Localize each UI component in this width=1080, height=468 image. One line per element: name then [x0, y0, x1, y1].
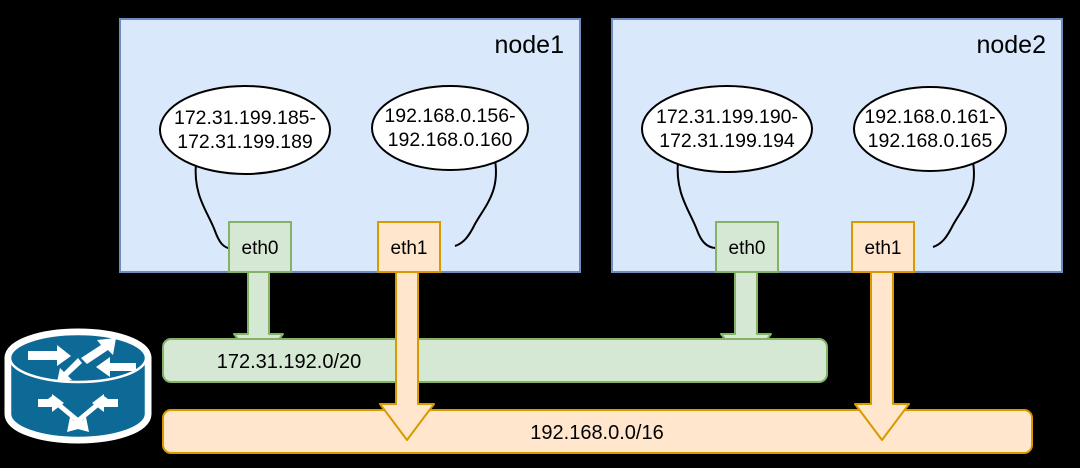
router-arrow-left [96, 357, 136, 377]
interface-node2-eth0[interactable]: eth0 [715, 221, 779, 273]
node1-eth1-callout-line2: 192.168.0.160 [388, 129, 513, 151]
router-arrow-upright [81, 338, 116, 364]
node1-eth0-callout-line1: 172.31.199.185- [174, 107, 316, 129]
node2-eth1-box[interactable] [851, 221, 915, 273]
interface-node1-eth1[interactable]: eth1 [377, 221, 441, 273]
node1-eth0-callout-bubble [159, 85, 331, 175]
subnet-green-label: 172.31.192.0/20 [217, 351, 362, 373]
subnet-orange[interactable]: 192.168.0.0/16 [162, 409, 1033, 454]
node2-eth1-callout-line1: 192.168.0.161- [864, 106, 995, 128]
node1-eth0-box[interactable] [228, 221, 292, 273]
node2-eth0-label: eth0 [729, 238, 766, 259]
node1-eth1-link-arrow [379, 271, 435, 441]
node1-eth1-callout-tail [454, 159, 497, 247]
node2-eth0-callout-line2: 172.31.199.194 [659, 130, 795, 152]
node2-eth0-callout-tail [676, 160, 716, 249]
router-x-diagonal-2 [67, 396, 108, 432]
router-x-arrow-1 [38, 394, 64, 412]
node2-eth1-link-arrow [854, 271, 910, 441]
interface-node2-eth1[interactable]: eth1 [851, 221, 915, 273]
router-arrow-downleft [57, 358, 82, 382]
subnet-green-bar[interactable] [162, 338, 828, 383]
router-arrow-right [28, 345, 71, 366]
subnet-green[interactable]: 172.31.192.0/20 [162, 338, 828, 383]
node1-eth1-callout-line1: 192.168.0.156- [384, 105, 515, 127]
node1-eth1-callout: 192.168.0.156- 192.168.0.160 [371, 85, 529, 171]
node1-eth0-callout-line2: 172.31.199.189 [177, 131, 313, 153]
node1-eth0-callout-tail [194, 162, 233, 250]
node2-eth1-callout-bubble [853, 86, 1007, 172]
subnet-orange-bar[interactable] [162, 409, 1033, 454]
node1-eth0-callout: 172.31.199.185- 172.31.199.189 [159, 85, 331, 175]
node2-eth0-callout-bubble [641, 85, 813, 173]
subnet-orange-label: 192.168.0.0/16 [530, 422, 663, 444]
node2-eth1-callout: 192.168.0.161- 192.168.0.165 [853, 86, 1007, 172]
router-icon[interactable] [4, 328, 152, 444]
router-x-arrow-2 [92, 394, 118, 412]
node2-eth0-callout-line1: 172.31.199.190- [656, 106, 798, 128]
node1-title: node1 [494, 31, 564, 59]
node2-eth1-callout-line2: 192.168.0.165 [868, 130, 993, 152]
node2-title: node2 [976, 31, 1046, 59]
node2-eth0-box[interactable] [715, 221, 779, 273]
interface-node1-eth0[interactable]: eth0 [228, 221, 292, 273]
node1-eth1-box[interactable] [377, 221, 441, 273]
node2-eth1-label: eth1 [865, 238, 902, 259]
node1-eth0-label: eth0 [242, 238, 279, 259]
node2-eth1-callout-tail [932, 161, 975, 248]
node1-eth1-label: eth1 [391, 238, 428, 259]
node2-eth0-callout: 172.31.199.190- 172.31.199.194 [641, 85, 813, 173]
node1-eth1-callout-bubble [371, 85, 529, 171]
